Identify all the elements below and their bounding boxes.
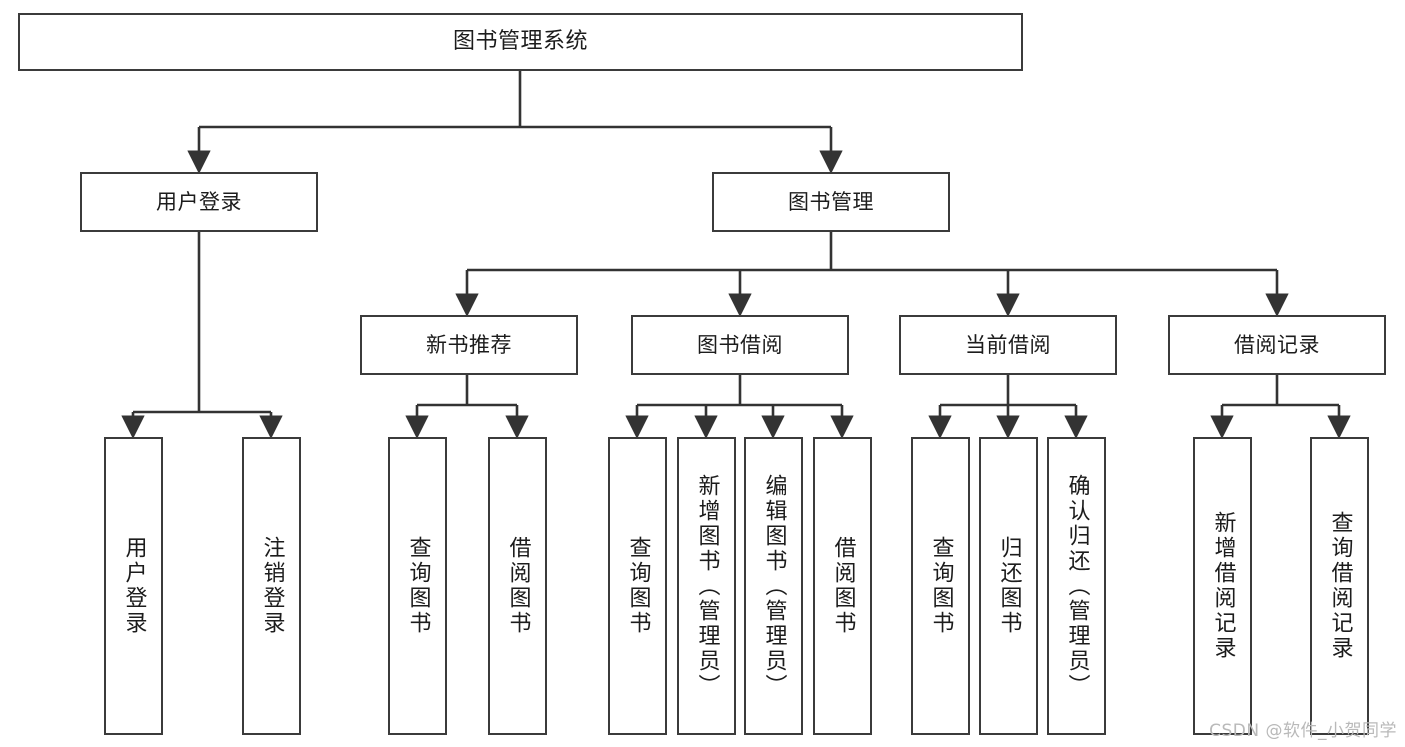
node-book-borrow-label: 图书借阅: [697, 332, 783, 357]
node-leaf-borrow-book-1[interactable]: 借阅图书: [488, 437, 547, 735]
node-leaf-query-record[interactable]: 查询借阅记录: [1310, 437, 1369, 735]
node-leaf-add-book-label: 新增图书（管理员）: [694, 473, 720, 699]
node-new-book-rec-label: 新书推荐: [426, 332, 512, 357]
node-book-borrow[interactable]: 图书借阅: [631, 315, 849, 375]
node-borrow-record-label: 借阅记录: [1234, 332, 1320, 357]
node-leaf-query-record-label: 查询借阅记录: [1327, 511, 1353, 661]
node-leaf-user-login-label: 用户登录: [121, 536, 147, 636]
node-leaf-edit-book-label: 编辑图书（管理员）: [761, 473, 787, 699]
node-user-login-label: 用户登录: [156, 189, 242, 214]
node-book-manage-label: 图书管理: [788, 189, 874, 214]
node-leaf-query-book-1[interactable]: 查询图书: [388, 437, 447, 735]
node-leaf-confirm-return[interactable]: 确认归还（管理员）: [1047, 437, 1106, 735]
node-borrow-record[interactable]: 借阅记录: [1168, 315, 1386, 375]
node-leaf-query-book-1-label: 查询图书: [405, 536, 431, 636]
node-leaf-query-book-3[interactable]: 查询图书: [911, 437, 970, 735]
node-leaf-return-book[interactable]: 归还图书: [979, 437, 1038, 735]
node-leaf-user-login[interactable]: 用户登录: [104, 437, 163, 735]
node-current-borrow-label: 当前借阅: [965, 332, 1051, 357]
node-leaf-add-book[interactable]: 新增图书（管理员）: [677, 437, 736, 735]
node-leaf-borrow-book-2[interactable]: 借阅图书: [813, 437, 872, 735]
node-root[interactable]: 图书管理系统: [18, 13, 1023, 71]
node-new-book-rec[interactable]: 新书推荐: [360, 315, 578, 375]
node-leaf-query-book-3-label: 查询图书: [928, 536, 954, 636]
node-book-manage[interactable]: 图书管理: [712, 172, 950, 232]
node-leaf-add-record[interactable]: 新增借阅记录: [1193, 437, 1252, 735]
node-leaf-add-record-label: 新增借阅记录: [1210, 511, 1236, 661]
node-leaf-logout[interactable]: 注销登录: [242, 437, 301, 735]
node-leaf-confirm-return-label: 确认归还（管理员）: [1064, 473, 1090, 699]
node-leaf-query-book-2[interactable]: 查询图书: [608, 437, 667, 735]
node-leaf-query-book-2-label: 查询图书: [625, 536, 651, 636]
node-leaf-return-book-label: 归还图书: [996, 536, 1022, 636]
watermark-text: CSDN @软件_小贺同学: [1209, 721, 1397, 741]
node-leaf-logout-label: 注销登录: [259, 536, 285, 636]
node-leaf-borrow-book-1-label: 借阅图书: [505, 536, 531, 636]
node-leaf-edit-book[interactable]: 编辑图书（管理员）: [744, 437, 803, 735]
node-user-login[interactable]: 用户登录: [80, 172, 318, 232]
node-current-borrow[interactable]: 当前借阅: [899, 315, 1117, 375]
node-root-label: 图书管理系统: [452, 29, 588, 55]
node-leaf-borrow-book-2-label: 借阅图书: [830, 536, 856, 636]
